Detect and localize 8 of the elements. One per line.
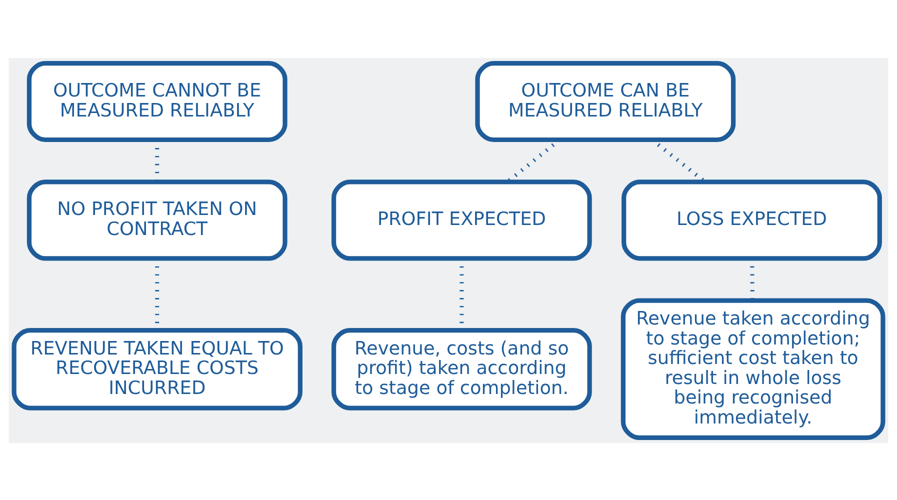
node-box: Revenue taken according to stage of completion; sufficient cost taken to result in whole loss being recognised immediately. — [620, 298, 886, 440]
node-box: Revenue, costs (and so profit) taken according to stage of completion. — [331, 327, 592, 410]
node-box: PROFIT EXPECTED — [331, 179, 592, 260]
node-box: REVENUE TAKEN EQUAL TO RECOVERABLE COSTS INCURRED — [12, 327, 302, 410]
node-box: OUTCOME CANNOT BE MEASURED RELIABLY — [26, 60, 288, 142]
node-box: OUTCOME CAN BE MEASURED RELIABLY — [475, 60, 736, 142]
node-box: NO PROFIT TAKEN ON CONTRACT — [26, 179, 288, 260]
node-box: LOSS EXPECTED — [622, 179, 882, 260]
